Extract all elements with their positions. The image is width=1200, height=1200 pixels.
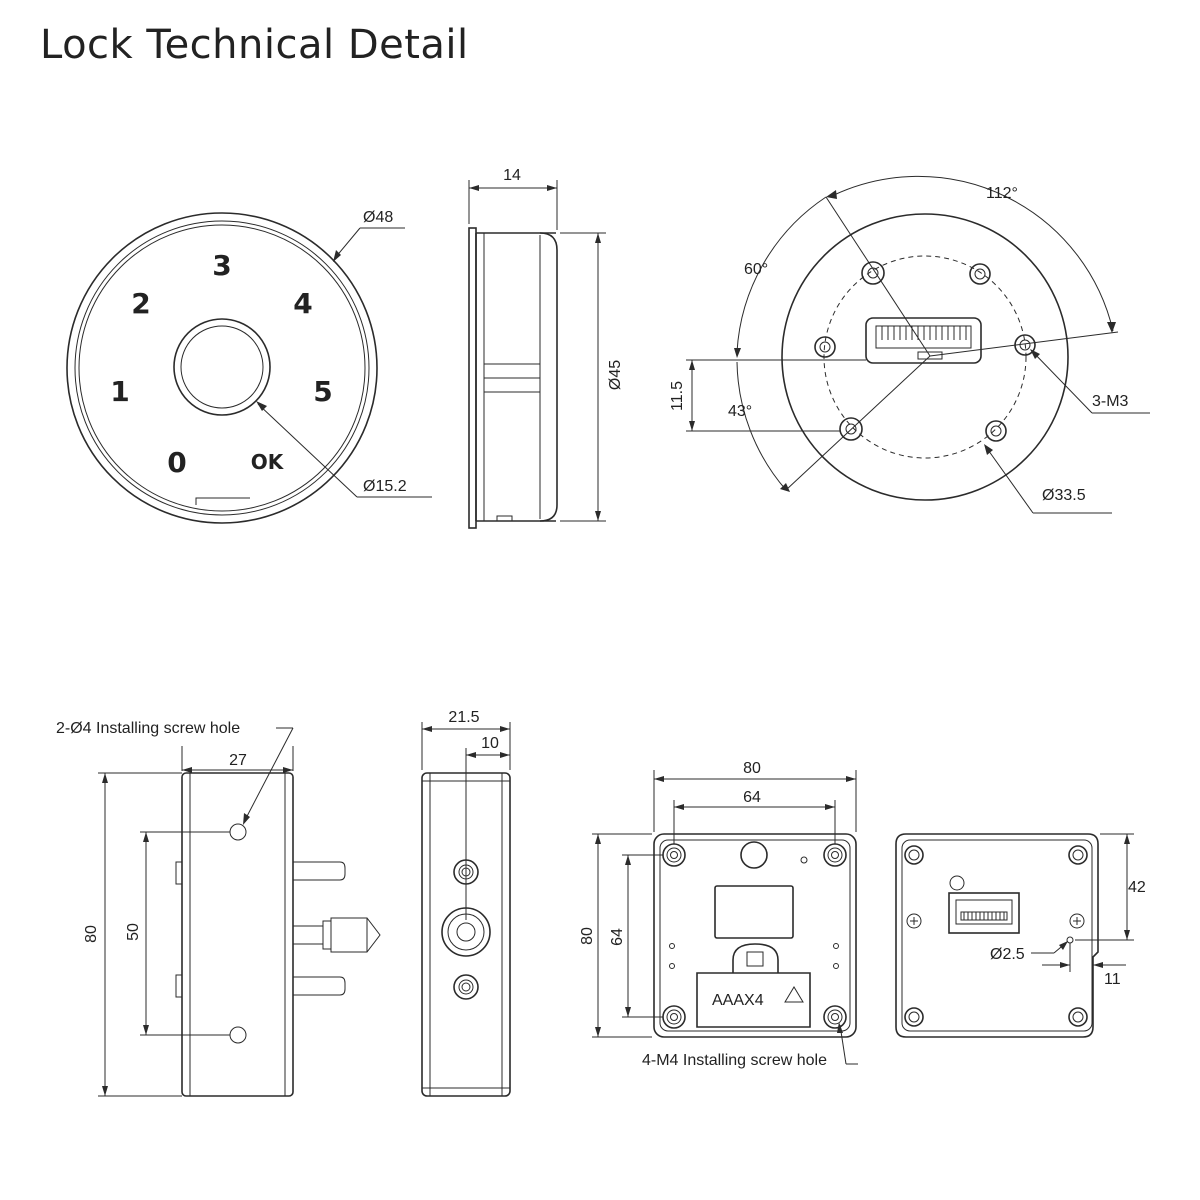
body-hole-spacing: 50 <box>125 923 142 941</box>
back-screw-hole-note: 4-M4 Installing screw hole <box>642 1052 827 1069</box>
rear-hole <box>814 336 836 358</box>
rear-hole <box>839 417 863 441</box>
keypad-side-view: 14 Ø45 <box>468 167 624 529</box>
bolt-circle-diameter: Ø33.5 <box>1042 487 1086 504</box>
front-height-to-hole: 42 <box>1128 879 1146 896</box>
rear-hole <box>969 263 991 285</box>
front-hole-diameter: Ø2.5 <box>990 946 1025 963</box>
key-3: 3 <box>212 249 231 282</box>
back-width: 80 <box>743 760 761 777</box>
rear-offset: 11.5 <box>669 381 686 411</box>
button-diameter: Ø15.2 <box>363 478 407 495</box>
page-title: Lock Technical Detail <box>40 22 469 68</box>
body-profile-view: 21.5 10 <box>421 709 511 1097</box>
keypad-outer-diameter: Ø48 <box>363 209 393 226</box>
front-hole <box>1068 845 1088 865</box>
body-screw-hole <box>229 1026 247 1044</box>
rear-plate-view: 112° 60° 43° 11.5 3-M3 Ø33.5 <box>669 175 1150 514</box>
profile-offset: 10 <box>481 735 499 752</box>
side-thickness: 14 <box>503 167 521 184</box>
mounting-hole <box>662 843 686 867</box>
front-hole <box>904 1007 924 1027</box>
rear-hole <box>985 420 1007 442</box>
profile-depth: 21.5 <box>448 709 479 726</box>
battery-label: AAAX4 <box>712 992 764 1009</box>
body-depth: 27 <box>229 752 247 769</box>
key-5: 5 <box>313 375 332 408</box>
back-height: 80 <box>579 927 596 945</box>
warning-triangle-icon <box>784 986 804 1003</box>
key-ok: OK <box>251 450 285 474</box>
key-2: 2 <box>131 287 150 320</box>
side-height: Ø45 <box>607 360 624 390</box>
mounting-hole <box>662 1005 686 1029</box>
mounting-hole <box>823 843 847 867</box>
body-screw-hole <box>229 823 247 841</box>
body-front-view: 42 Ø2.5 11 <box>895 833 1146 1038</box>
front-plus-screw <box>1069 913 1085 929</box>
body-side-view: 2-Ø4 Installing screw hole 27 80 50 <box>56 720 381 1097</box>
body-back-view: AAAX4 80 64 80 64 4-M4 Installing s <box>579 760 858 1069</box>
keypad-front-view: 3 2 4 1 5 0 OK Ø48 Ø15.2 <box>66 209 432 524</box>
rear-threads: 3-M3 <box>1092 393 1129 410</box>
front-hole-offset: 11 <box>1104 971 1121 988</box>
front-hole <box>1068 1007 1088 1027</box>
key-1: 1 <box>110 375 129 408</box>
key-4: 4 <box>293 287 312 320</box>
back-hole-spacing-y: 64 <box>609 928 626 946</box>
angle-total: 112° <box>986 185 1018 202</box>
body-height: 80 <box>83 925 100 943</box>
angle-upper: 60° <box>744 261 768 278</box>
angle-lower: 43° <box>728 403 752 420</box>
body-screw-hole-note: 2-Ø4 Installing screw hole <box>56 720 240 737</box>
key-0: 0 <box>167 446 186 479</box>
back-hole-spacing-x: 64 <box>743 789 761 806</box>
front-plus-screw <box>906 913 922 929</box>
mounting-hole <box>823 1005 847 1029</box>
front-hole <box>904 845 924 865</box>
